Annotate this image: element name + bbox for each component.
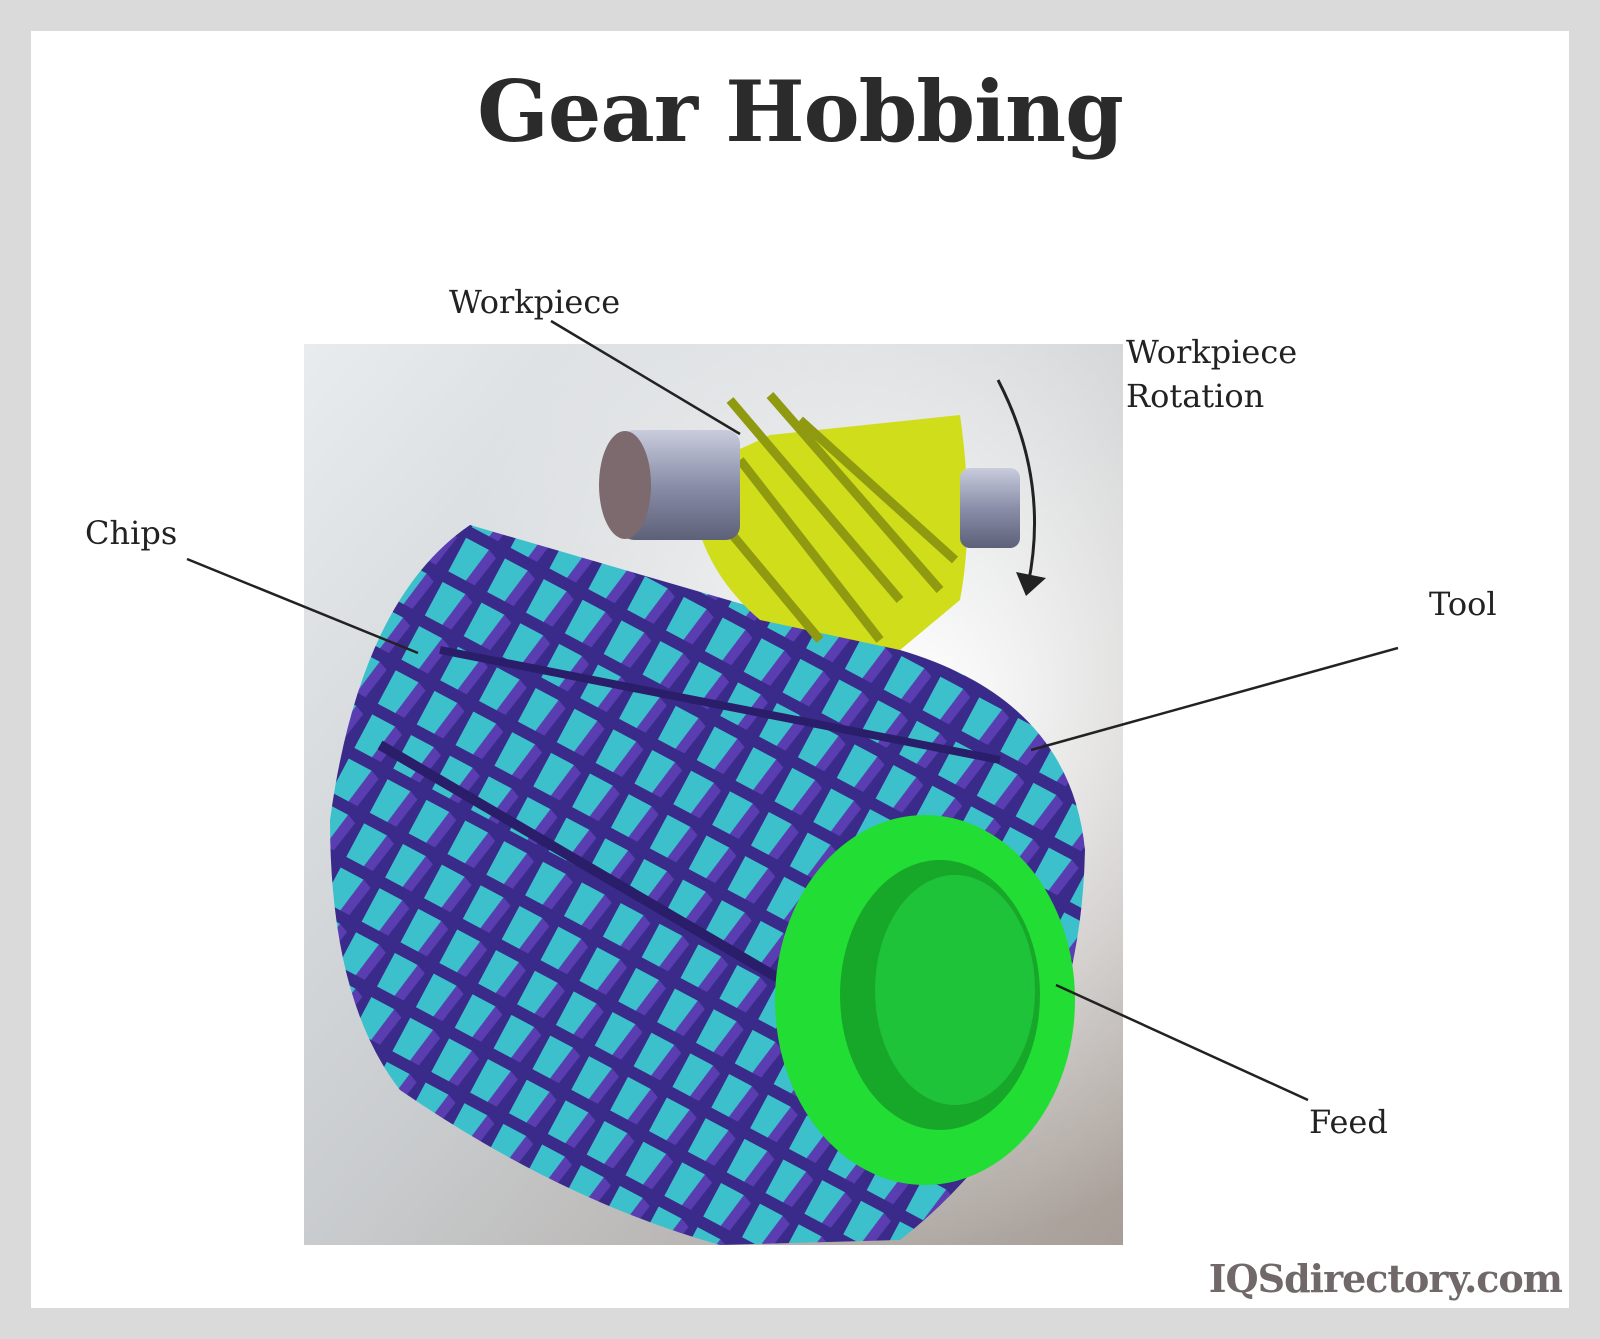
workpiece-label: Workpiece bbox=[449, 283, 621, 321]
feed-ring bbox=[775, 815, 1075, 1185]
feed-leader bbox=[1055, 983, 1309, 1102]
feed-label: Feed bbox=[1309, 1103, 1388, 1141]
chips-leader bbox=[186, 557, 419, 655]
tool-label: Tool bbox=[1429, 585, 1497, 623]
page-title: Gear Hobbing bbox=[477, 62, 1124, 161]
tool-leader bbox=[1030, 646, 1399, 752]
workpiece-gear bbox=[599, 392, 1020, 650]
leader-lines bbox=[186, 319, 1399, 1102]
rotation-arrowhead-icon bbox=[1016, 572, 1046, 596]
rotation-label-line2: Rotation bbox=[1126, 377, 1265, 415]
chips-label: Chips bbox=[85, 514, 178, 552]
rotation-arrow bbox=[996, 379, 1036, 586]
workpiece-leader bbox=[550, 319, 741, 436]
brand-watermark: IQSdirectory.com bbox=[1208, 1256, 1563, 1301]
rotation-label-line1: Workpiece bbox=[1126, 333, 1298, 371]
